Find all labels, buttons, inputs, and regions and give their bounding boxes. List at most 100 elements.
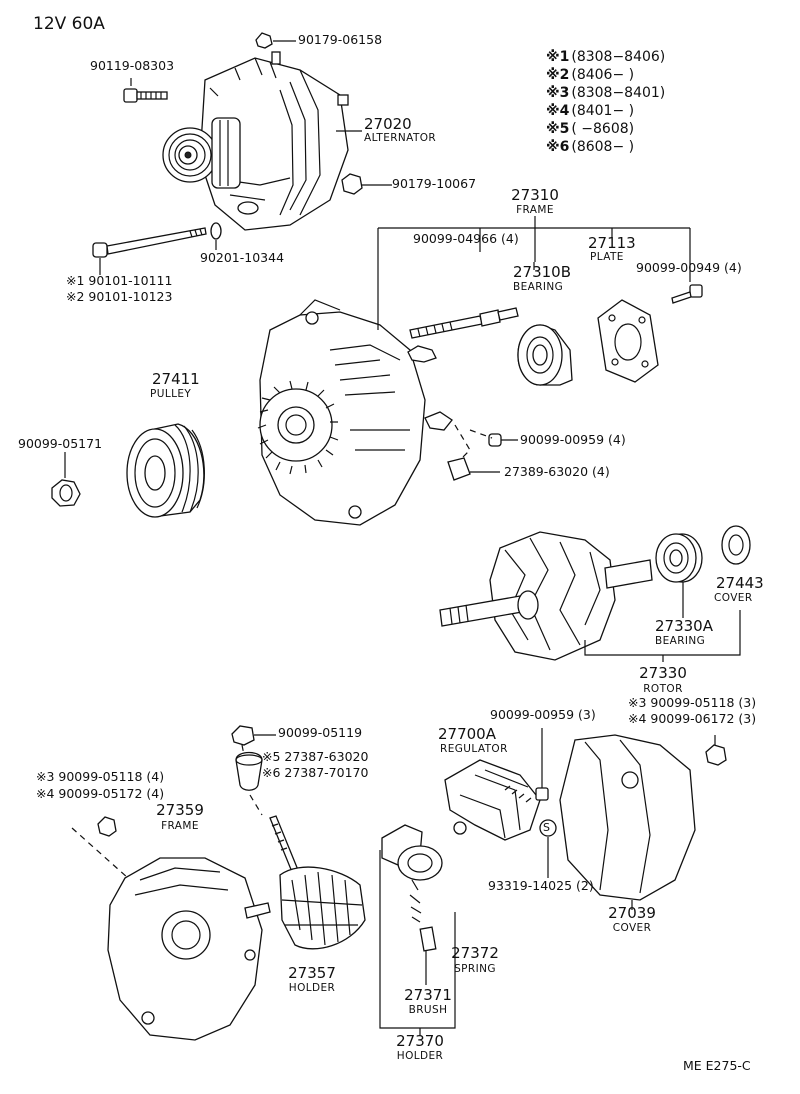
screw-90099-00959-a-drawing (488, 433, 518, 447)
nut-90179-06158-drawing (255, 32, 296, 49)
note-row: ※1(8308−8406) (546, 50, 665, 64)
label-frame-bottom: FRAME (161, 820, 199, 832)
label-27372: 27372 (451, 944, 499, 962)
label-90099-05172-left: ※4 90099-05172 (4) (36, 786, 165, 801)
note-range: (8308−8406) (571, 49, 666, 65)
label-90101-10111: ※1 90101-10111 (66, 273, 173, 288)
label-90179-06158: 90179-06158 (298, 32, 383, 47)
label-90099-05118-right: ※3 90099-05118 (3) (628, 695, 757, 710)
label-90099-00959-a: 90099-00959 (4) (520, 432, 626, 447)
label-27020: 27020 (364, 115, 412, 133)
note-range: (8308−8401) (571, 85, 666, 101)
rear-cover-27039-drawing (559, 734, 696, 910)
bolt-90119-08303-drawing (123, 78, 168, 103)
washer-93319-drawing (539, 819, 557, 878)
note-range: (8608− ) (571, 139, 635, 155)
insulator-27389-63020-drawing (447, 457, 500, 481)
label-27370: 27370 (396, 1032, 444, 1050)
label-90099-06172-right: ※4 90099-06172 (3) (628, 711, 757, 726)
note-range: (8406− ) (571, 67, 635, 83)
insulator-27387-drawing (235, 751, 263, 791)
label-27310: 27310 (511, 186, 559, 204)
label-90179-10067: 90179-10067 (392, 176, 477, 191)
label-90099-05118-left: ※3 90099-05118 (4) (36, 769, 165, 784)
screw-90099-00959-b-drawing (535, 728, 549, 801)
note-mark: ※6 (546, 139, 570, 155)
label-27389-63020: 27389-63020 (4) (504, 464, 610, 479)
note-row: ※5( −8608) (546, 122, 634, 136)
label-rotor: ROTOR (643, 683, 683, 695)
holder-27357-drawing (269, 815, 366, 950)
label-cover-top: COVER (714, 592, 753, 604)
label-27387-63020: ※5 27387-63020 (262, 749, 369, 764)
label-90099-04966: 90099-04966 (4) (413, 231, 519, 246)
label-pulley: PULLEY (150, 388, 192, 400)
note-row: ※3(8308−8401) (546, 86, 665, 100)
note-mark: ※3 (546, 85, 570, 101)
nut-90099-05119-drawing (231, 725, 276, 746)
label-27359: 27359 (156, 801, 204, 819)
label-holder-mid: HOLDER (288, 982, 336, 994)
label-bearing-top: BEARING (513, 281, 564, 293)
nut-90179-10067-drawing (341, 173, 392, 195)
label-90099-00949: 90099-00949 (4) (636, 260, 742, 275)
stud-bolt-90099-04966-drawing (409, 307, 519, 339)
pulley-27411-drawing (126, 423, 205, 518)
label-27443: 27443 (716, 574, 764, 592)
note-mark: ※4 (546, 103, 570, 119)
label-27371: 27371 (404, 986, 452, 1004)
label-90101-10123: ※2 90101-10123 (66, 289, 173, 304)
note-row: ※6(8608− ) (546, 140, 634, 154)
label-alternator: ALTERNATOR (364, 132, 437, 144)
plate-27113-drawing (597, 299, 659, 383)
nut-right-drawing (705, 735, 727, 766)
notes-box: ※1(8308−8406)※2(8406− )※3(8308−8401)※4(8… (546, 50, 706, 162)
label-90119-08303: 90119-08303 (90, 58, 175, 73)
label-bearing-mid: BEARING (655, 635, 706, 647)
label-27700a: 27700A (438, 725, 496, 743)
note-mark: ※2 (546, 67, 570, 83)
label-27039: 27039 (608, 904, 656, 922)
label-27411: 27411 (152, 370, 200, 388)
frame-27310-drawing (257, 299, 453, 526)
washer-90201-10344-drawing (210, 222, 222, 250)
label-90201-10344: 90201-10344 (200, 250, 285, 265)
label-90099-05171: 90099-05171 (18, 436, 103, 451)
label-plate: PLATE (590, 251, 624, 263)
frame-27359-drawing (107, 857, 271, 1041)
label-90099-05119: 90099-05119 (278, 725, 363, 740)
alternator-drawing (162, 51, 349, 231)
note-row: ※4(8401− ) (546, 104, 634, 118)
label-holder-bottom: HOLDER (396, 1050, 444, 1062)
label-93319-14025: 93319-14025 (2) (488, 878, 594, 893)
through-bolt-drawing (92, 227, 207, 275)
nut-left-drawing (97, 816, 117, 837)
bearing-27330a-drawing (655, 533, 703, 583)
nut-90099-05171-drawing (51, 452, 81, 507)
label-90099-00959-b: 90099-00959 (3) (490, 707, 596, 722)
label-s-washer: S (543, 821, 550, 834)
label-regulator: REGULATOR (440, 743, 508, 755)
note-mark: ※5 (546, 121, 570, 137)
label-27113: 27113 (588, 234, 636, 252)
bearing-27310b-drawing (517, 324, 573, 386)
label-spring: SPRING (454, 963, 496, 975)
cover-27443-drawing (721, 525, 751, 565)
regulator-27700a-drawing (444, 759, 541, 841)
label-27357: 27357 (288, 964, 336, 982)
label-27310b: 27310B (513, 263, 572, 281)
label-cover-bottom: COVER (612, 922, 652, 934)
label-brush: BRUSH (408, 1004, 448, 1016)
label-27387-70170: ※6 27387-70170 (262, 765, 369, 780)
note-range: (8401− ) (571, 103, 635, 119)
note-range: ( −8608) (571, 121, 635, 137)
label-27330a: 27330A (655, 617, 713, 635)
rotor-27330-drawing (439, 531, 653, 661)
label-frame-top: FRAME (516, 204, 554, 216)
note-row: ※2(8406− ) (546, 68, 634, 82)
diagram-code: ME E275-C (683, 1058, 751, 1073)
screw-90099-00949-drawing (671, 284, 703, 304)
brush-holder-27370-drawing (381, 824, 443, 952)
